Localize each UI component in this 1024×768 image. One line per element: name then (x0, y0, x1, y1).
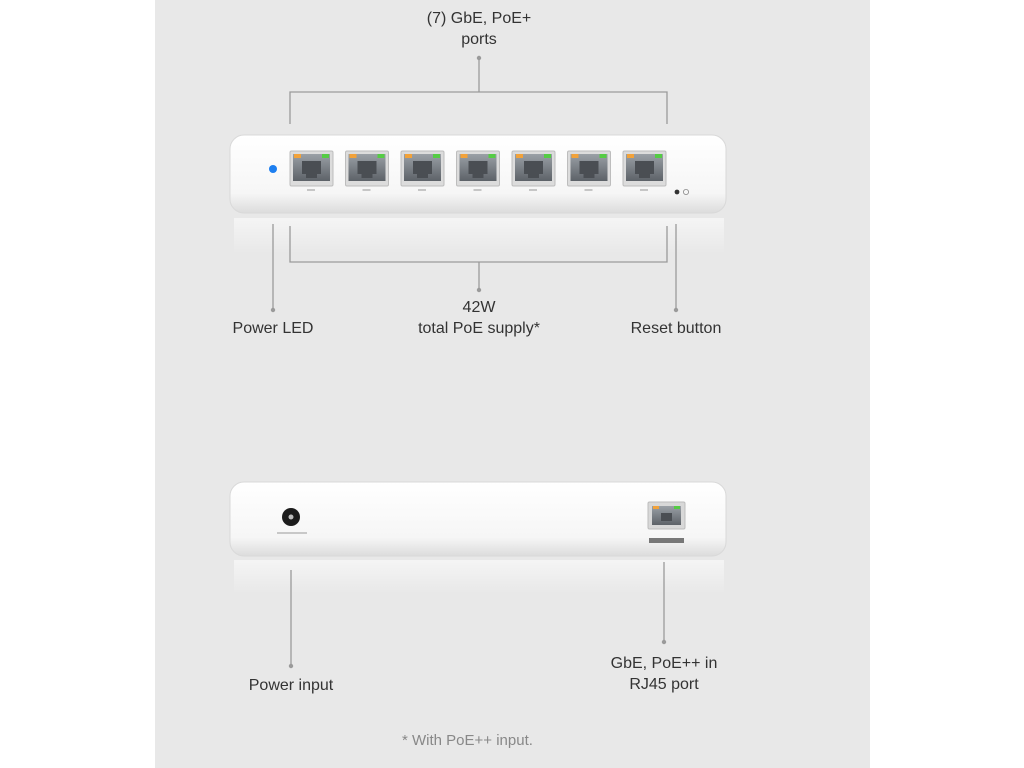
port-number-marking (362, 189, 371, 191)
port-led-amber (627, 154, 634, 158)
port-number-marking (640, 189, 648, 191)
front-leader-lines (272, 58, 677, 310)
rear-switch-body (229, 481, 727, 557)
rj45-port-icon[interactable] (345, 150, 389, 191)
rear-leader-lines (290, 562, 665, 666)
front-reflection (234, 218, 724, 254)
port-led-green (488, 154, 496, 158)
port-led-green (322, 154, 329, 158)
rj45-port-icon[interactable] (400, 150, 445, 191)
ports-callout: (7) GbE, PoE+ ports (379, 8, 579, 50)
rear-reflection (234, 560, 724, 594)
reset-button-hole[interactable] (674, 189, 680, 195)
diagram-panel (155, 0, 870, 768)
power-led-icon (269, 165, 277, 173)
ports-callout-line1: (7) GbE, PoE+ (426, 10, 532, 27)
ports-bracket (289, 91, 668, 124)
port-number-marking (418, 189, 426, 191)
port-led-green (544, 154, 551, 158)
power-input-marking (277, 532, 307, 534)
rj45-port-icon[interactable] (456, 150, 500, 191)
poe-supply-callout: 42W total PoE supply* (379, 297, 579, 339)
front-leader-dots (270, 55, 679, 313)
poe-in-port-marking (649, 538, 684, 543)
rj45-port-icon[interactable] (289, 150, 334, 191)
poe-in-port-line2: RJ45 port (629, 676, 699, 693)
port-number-marking (584, 189, 593, 191)
front-port-row (289, 150, 667, 191)
poe-supply-line1: 42W (462, 299, 496, 316)
port-led-green (433, 154, 440, 158)
port-led-green (377, 154, 385, 158)
port-led-amber (349, 154, 357, 158)
poe-supply-line2: total PoE supply* (418, 320, 540, 337)
rj45-port-icon[interactable] (511, 150, 556, 191)
rear-switch (229, 481, 727, 594)
rj45-port-icon[interactable] (567, 150, 611, 191)
reset-icon (683, 188, 690, 195)
footnote: * With PoE++ input. (402, 732, 533, 749)
port-led-amber (571, 154, 579, 158)
ports-callout-line2: ports (461, 31, 497, 48)
rear-leader-dots (288, 639, 667, 669)
port-number-marking (529, 189, 537, 191)
reset-button-label: Reset button (630, 320, 722, 337)
port-number-marking (307, 189, 315, 191)
poe-in-port-callout: GbE, PoE++ in RJ45 port (584, 653, 744, 695)
port-led-amber (405, 154, 412, 158)
port-led-green (655, 154, 662, 158)
front-switch (229, 134, 727, 254)
rj45-port-icon[interactable] (622, 150, 667, 191)
port-led-amber (460, 154, 468, 158)
port-number-marking (473, 189, 482, 191)
poe-in-port-line1: GbE, PoE++ in (610, 655, 718, 672)
power-led-label: Power LED (232, 320, 314, 337)
port-led-amber (516, 154, 523, 158)
port-led-green (599, 154, 607, 158)
power-input-label: Power input (248, 677, 334, 694)
port-led-amber (294, 154, 301, 158)
